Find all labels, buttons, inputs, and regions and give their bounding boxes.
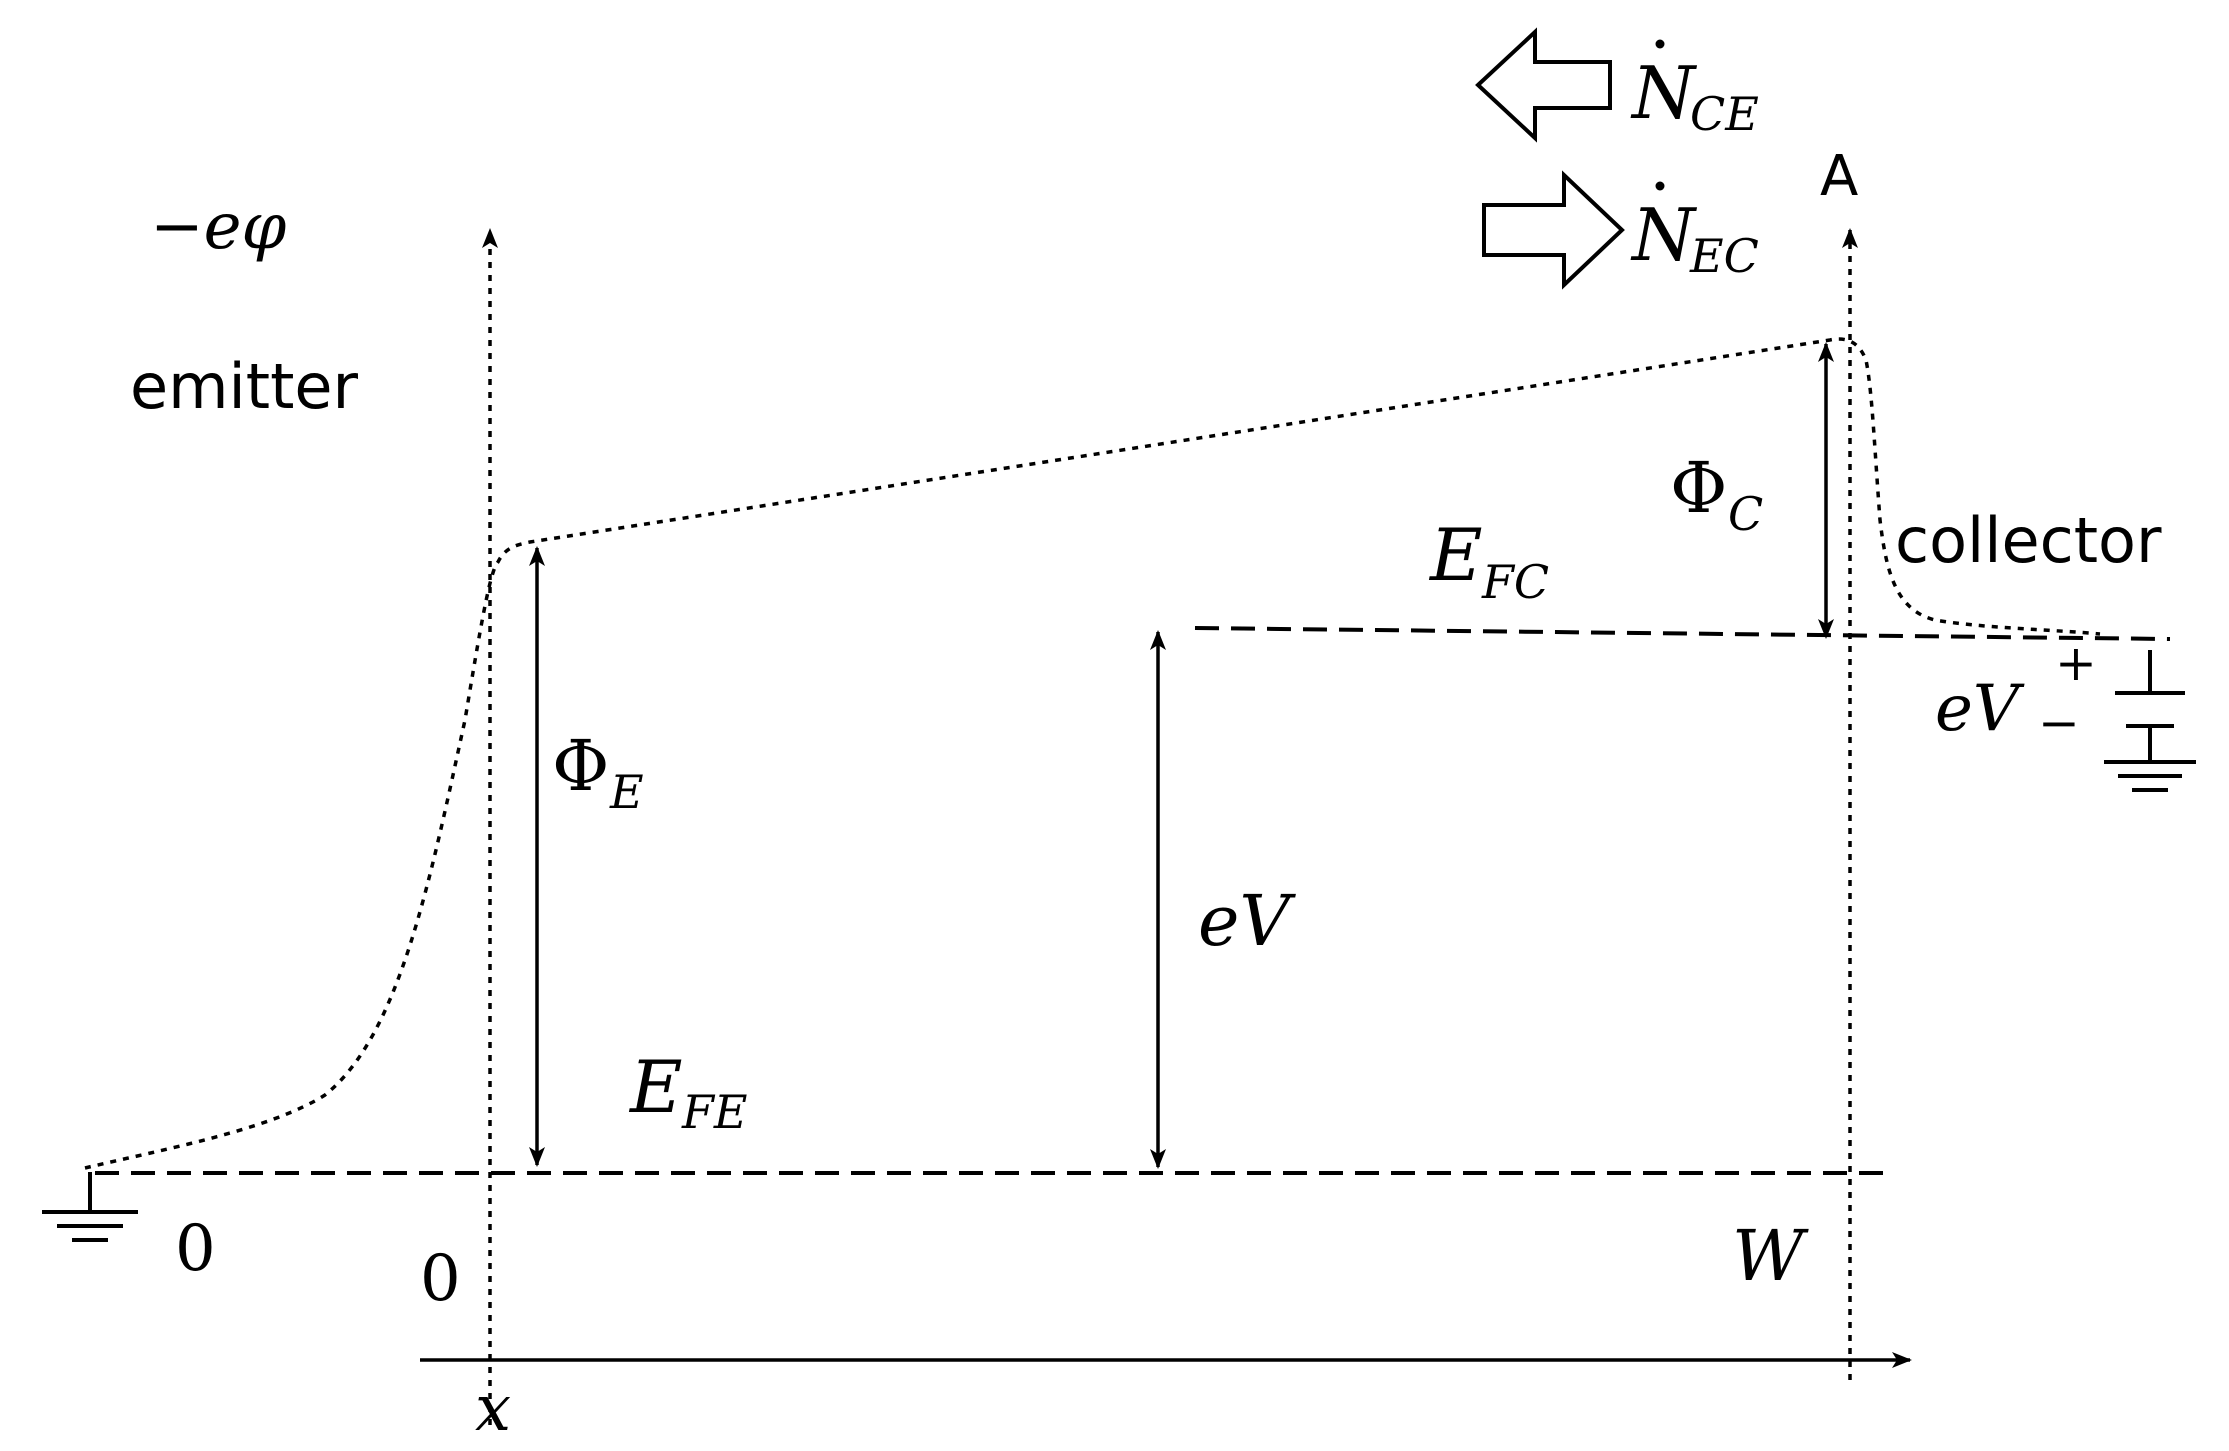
point-a-label: A: [1820, 144, 1858, 209]
hollow-arrow-right-icon: [1482, 170, 1625, 290]
collector-label: collector: [1895, 504, 2162, 577]
svg-text:N: N: [1630, 193, 1698, 277]
n-ce-label: N CE: [1630, 39, 1759, 141]
svg-text:Φ: Φ: [552, 725, 609, 807]
ev-mid-label: eV: [1198, 880, 1296, 962]
w-label: W: [1732, 1215, 1809, 1297]
collector-fermi-level: [1194, 626, 2171, 641]
efe-label: E FE: [628, 1045, 748, 1139]
svg-text:FE: FE: [681, 1085, 748, 1139]
hollow-arrow-left-icon: [1475, 27, 1612, 143]
svg-text:E: E: [1428, 513, 1483, 597]
svg-text:C: C: [1728, 487, 1763, 541]
emitter-label: emitter: [130, 350, 359, 423]
battery-minus: −: [2038, 694, 2080, 752]
potential-curve: [84, 337, 2101, 1170]
svg-text:N: N: [1630, 51, 1698, 135]
svg-text:EC: EC: [1689, 229, 1759, 283]
efc-label: E FC: [1428, 513, 1549, 609]
svg-text:E: E: [609, 765, 644, 819]
svg-text:E: E: [628, 1045, 683, 1129]
zero-left-label: 0: [175, 1212, 216, 1286]
zero-axis-label: 0: [420, 1242, 461, 1316]
phi-c-label: Φ C: [1670, 447, 1763, 541]
n-ec-label: N EC: [1630, 181, 1759, 283]
svg-text:FC: FC: [1481, 555, 1549, 609]
y-axis-label: −eφ: [150, 190, 287, 264]
ground-icon: [42, 1172, 138, 1242]
svg-text:Φ: Φ: [1670, 447, 1727, 529]
phi-e-label: Φ E: [552, 725, 644, 819]
svg-text:CE: CE: [1690, 87, 1759, 141]
ground-icon: [2104, 760, 2196, 792]
battery-plus: +: [2055, 634, 2097, 692]
x-axis-label: x: [475, 1372, 511, 1446]
battery-icon: [2115, 650, 2185, 762]
ev-right-label: eV: [1935, 672, 2025, 746]
